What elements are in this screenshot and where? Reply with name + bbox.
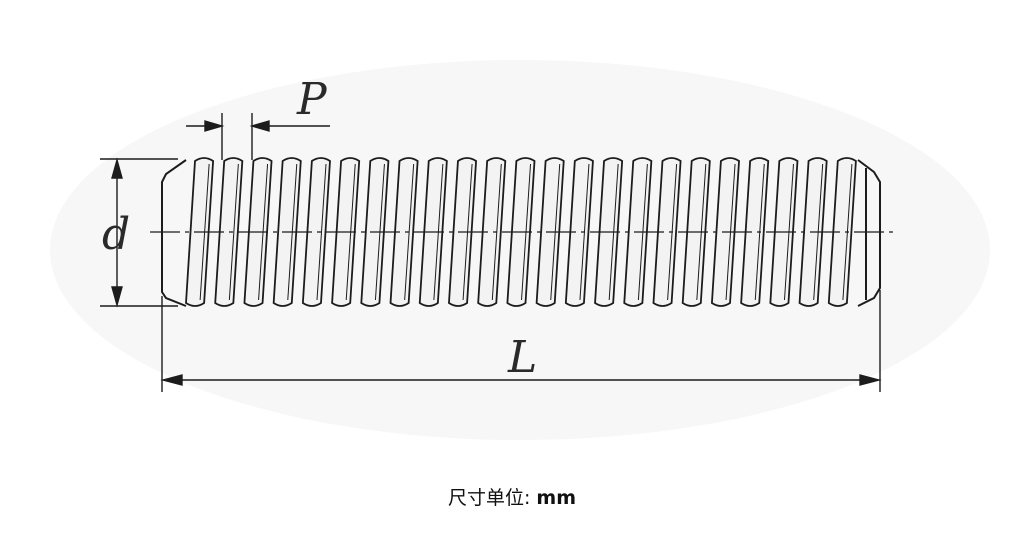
rod-body <box>161 159 881 307</box>
pitch-arrow-right <box>249 120 270 132</box>
rod-right-chamfer <box>857 159 881 307</box>
unit-caption-value: mm <box>536 487 576 509</box>
thread-turn <box>564 157 594 307</box>
thread-turn <box>652 157 682 307</box>
thread-turn <box>827 157 857 307</box>
diameter-arrow-top <box>111 157 123 179</box>
thread-flank-line <box>228 163 239 301</box>
length-label: L <box>507 332 537 383</box>
unit-caption-label: 尺寸单位: <box>447 487 531 509</box>
pitch-label: P <box>296 74 328 125</box>
length-arrow-right <box>859 374 882 386</box>
thread-turn <box>740 157 770 307</box>
thread-flank-line <box>316 163 327 301</box>
length-arrow-left <box>160 374 183 386</box>
diameter-arrow-bottom <box>111 286 123 308</box>
pitch-arrow-left <box>204 120 225 132</box>
thread-turn <box>477 157 507 307</box>
unit-caption: 尺寸单位:mm <box>0 483 1024 510</box>
thread-flank-line <box>404 163 415 301</box>
diameter-label: d <box>102 209 130 260</box>
thread-turn <box>214 157 244 307</box>
diameter-dimension <box>100 157 178 308</box>
thread-turn <box>301 157 331 307</box>
pitch-dimension <box>186 113 330 160</box>
thread-turn <box>389 157 419 307</box>
length-dimension <box>160 290 882 392</box>
